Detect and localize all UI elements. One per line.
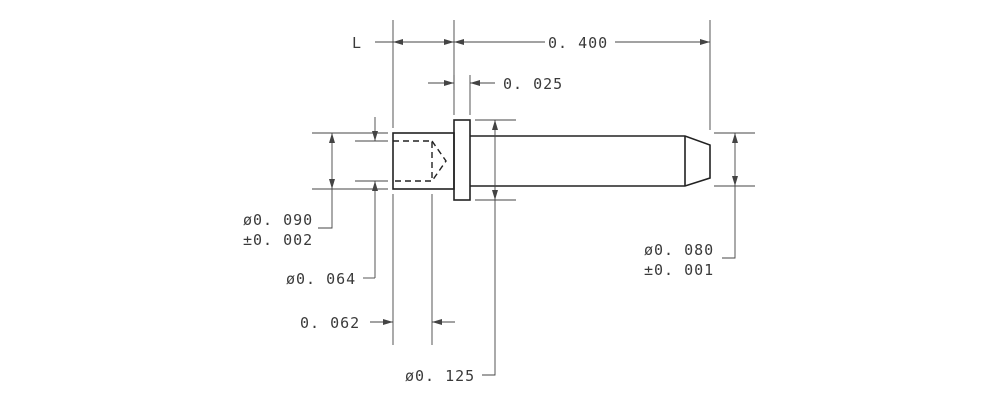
flange — [453, 119, 471, 201]
dimension-labels: L 0. 400 0. 025 ø0. 090 ±0. 002 ø0. 064 … — [243, 34, 714, 385]
label-length: L — [352, 34, 362, 52]
label-head-diameter-tol: ±0. 002 — [243, 231, 313, 249]
label-flange-thickness: 0. 025 — [503, 75, 563, 93]
dimension-lines — [318, 39, 738, 376]
label-bore-diameter: ø0. 064 — [286, 270, 356, 288]
label-head-diameter: ø0. 090 — [243, 211, 313, 229]
label-bore-depth: 0. 062 — [300, 314, 360, 332]
hidden-bore — [393, 140, 433, 182]
label-pin-diameter: ø0. 080 — [644, 241, 714, 259]
label-pin-diameter-tol: ±0. 001 — [644, 261, 714, 279]
label-overall-length: 0. 400 — [548, 34, 608, 52]
hidden-drill-point — [431, 140, 447, 182]
label-flange-diameter: ø0. 125 — [405, 367, 475, 385]
pin-shaft — [470, 135, 711, 187]
part-outline — [392, 119, 711, 201]
extension-lines — [312, 20, 755, 345]
